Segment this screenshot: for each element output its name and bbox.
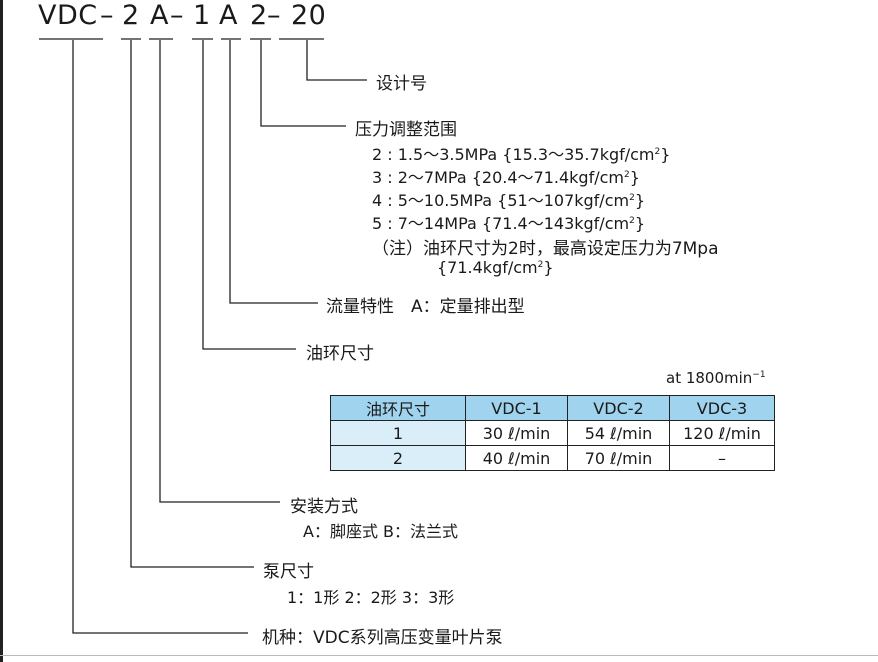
table-cell: 70 ℓ/min [567, 445, 670, 471]
mounting-options: A：脚座式 B：法兰式 [303, 522, 459, 541]
table-cell: 40 ℓ/min [465, 445, 568, 471]
code-sep-1: – [100, 0, 114, 31]
table-header-cell: 油环尺寸 [330, 395, 466, 421]
code-ring-size: 1 [193, 0, 211, 31]
model-code: VDC – 2 A – 1 A 2 – 20 [38, 0, 326, 372]
design-number-label: 设计号 [376, 74, 427, 94]
pressure-range-label: 压力调整范围 [355, 120, 457, 140]
table-cell: – [669, 445, 775, 471]
model-type-label: 机种：VDC系列高压变量叶片泵 [262, 628, 503, 648]
code-mounting: A [150, 0, 169, 31]
pump-size-options: 1：1形 2：2形 3：3形 [287, 588, 455, 607]
table-header-cell: VDC-3 [669, 395, 775, 421]
table-cell: 54 ℓ/min [567, 420, 670, 446]
oil-ring-size-label: 油环尺寸 [306, 344, 374, 364]
code-sep-2: – [170, 0, 184, 31]
table-header-row: 油环尺寸 VDC-1 VDC-2 VDC-3 [330, 395, 775, 421]
table-cell: 30 ℓ/min [465, 420, 568, 446]
pressure-note: （注）油环尺寸为2时，最高设定压力为7Mpa [372, 239, 719, 259]
pressure-option: 5 : 7～14MPa {71.4～143kgf/cm2} [372, 214, 646, 233]
table-row-head: 1 [330, 420, 466, 446]
code-pump-size: 2 [122, 0, 140, 31]
bottom-divider [0, 655, 878, 656]
code-sep-3: – [267, 0, 281, 31]
flow-unit-note: at 1800min−1 [666, 369, 766, 387]
code-series: VDC [38, 0, 98, 31]
code-pressure: 2 [250, 0, 268, 31]
pressure-option: 4 : 5～10.5MPa {51～107kgf/cm2} [372, 191, 646, 210]
table-row: 1 30 ℓ/min 54 ℓ/min 120 ℓ/min [330, 420, 775, 446]
code-flow: A [219, 0, 238, 31]
pressure-option: 2 : 1.5～3.5MPa {15.3～35.7kgf/cm2} [372, 145, 671, 164]
code-design: 20 [291, 0, 327, 31]
pressure-note-kgf: {71.4kgf/cm2} [437, 258, 554, 277]
pump-size-label: 泵尺寸 [263, 562, 314, 582]
left-border [0, 0, 3, 662]
flow-table: 油环尺寸 VDC-1 VDC-2 VDC-3 1 30 ℓ/min 54 ℓ/m… [330, 395, 775, 471]
table-row-head: 2 [330, 445, 466, 471]
table-header-cell: VDC-2 [567, 395, 670, 421]
table-row: 2 40 ℓ/min 70 ℓ/min – [330, 445, 775, 471]
flow-characteristic-label: 流量特性 A：定量排出型 [326, 297, 525, 317]
mounting-label: 安装方式 [290, 497, 358, 517]
pressure-option: 3 : 2～7MPa {20.4～71.4kgf/cm2} [372, 168, 640, 187]
table-cell: 120 ℓ/min [669, 420, 775, 446]
table-header-cell: VDC-1 [465, 395, 568, 421]
